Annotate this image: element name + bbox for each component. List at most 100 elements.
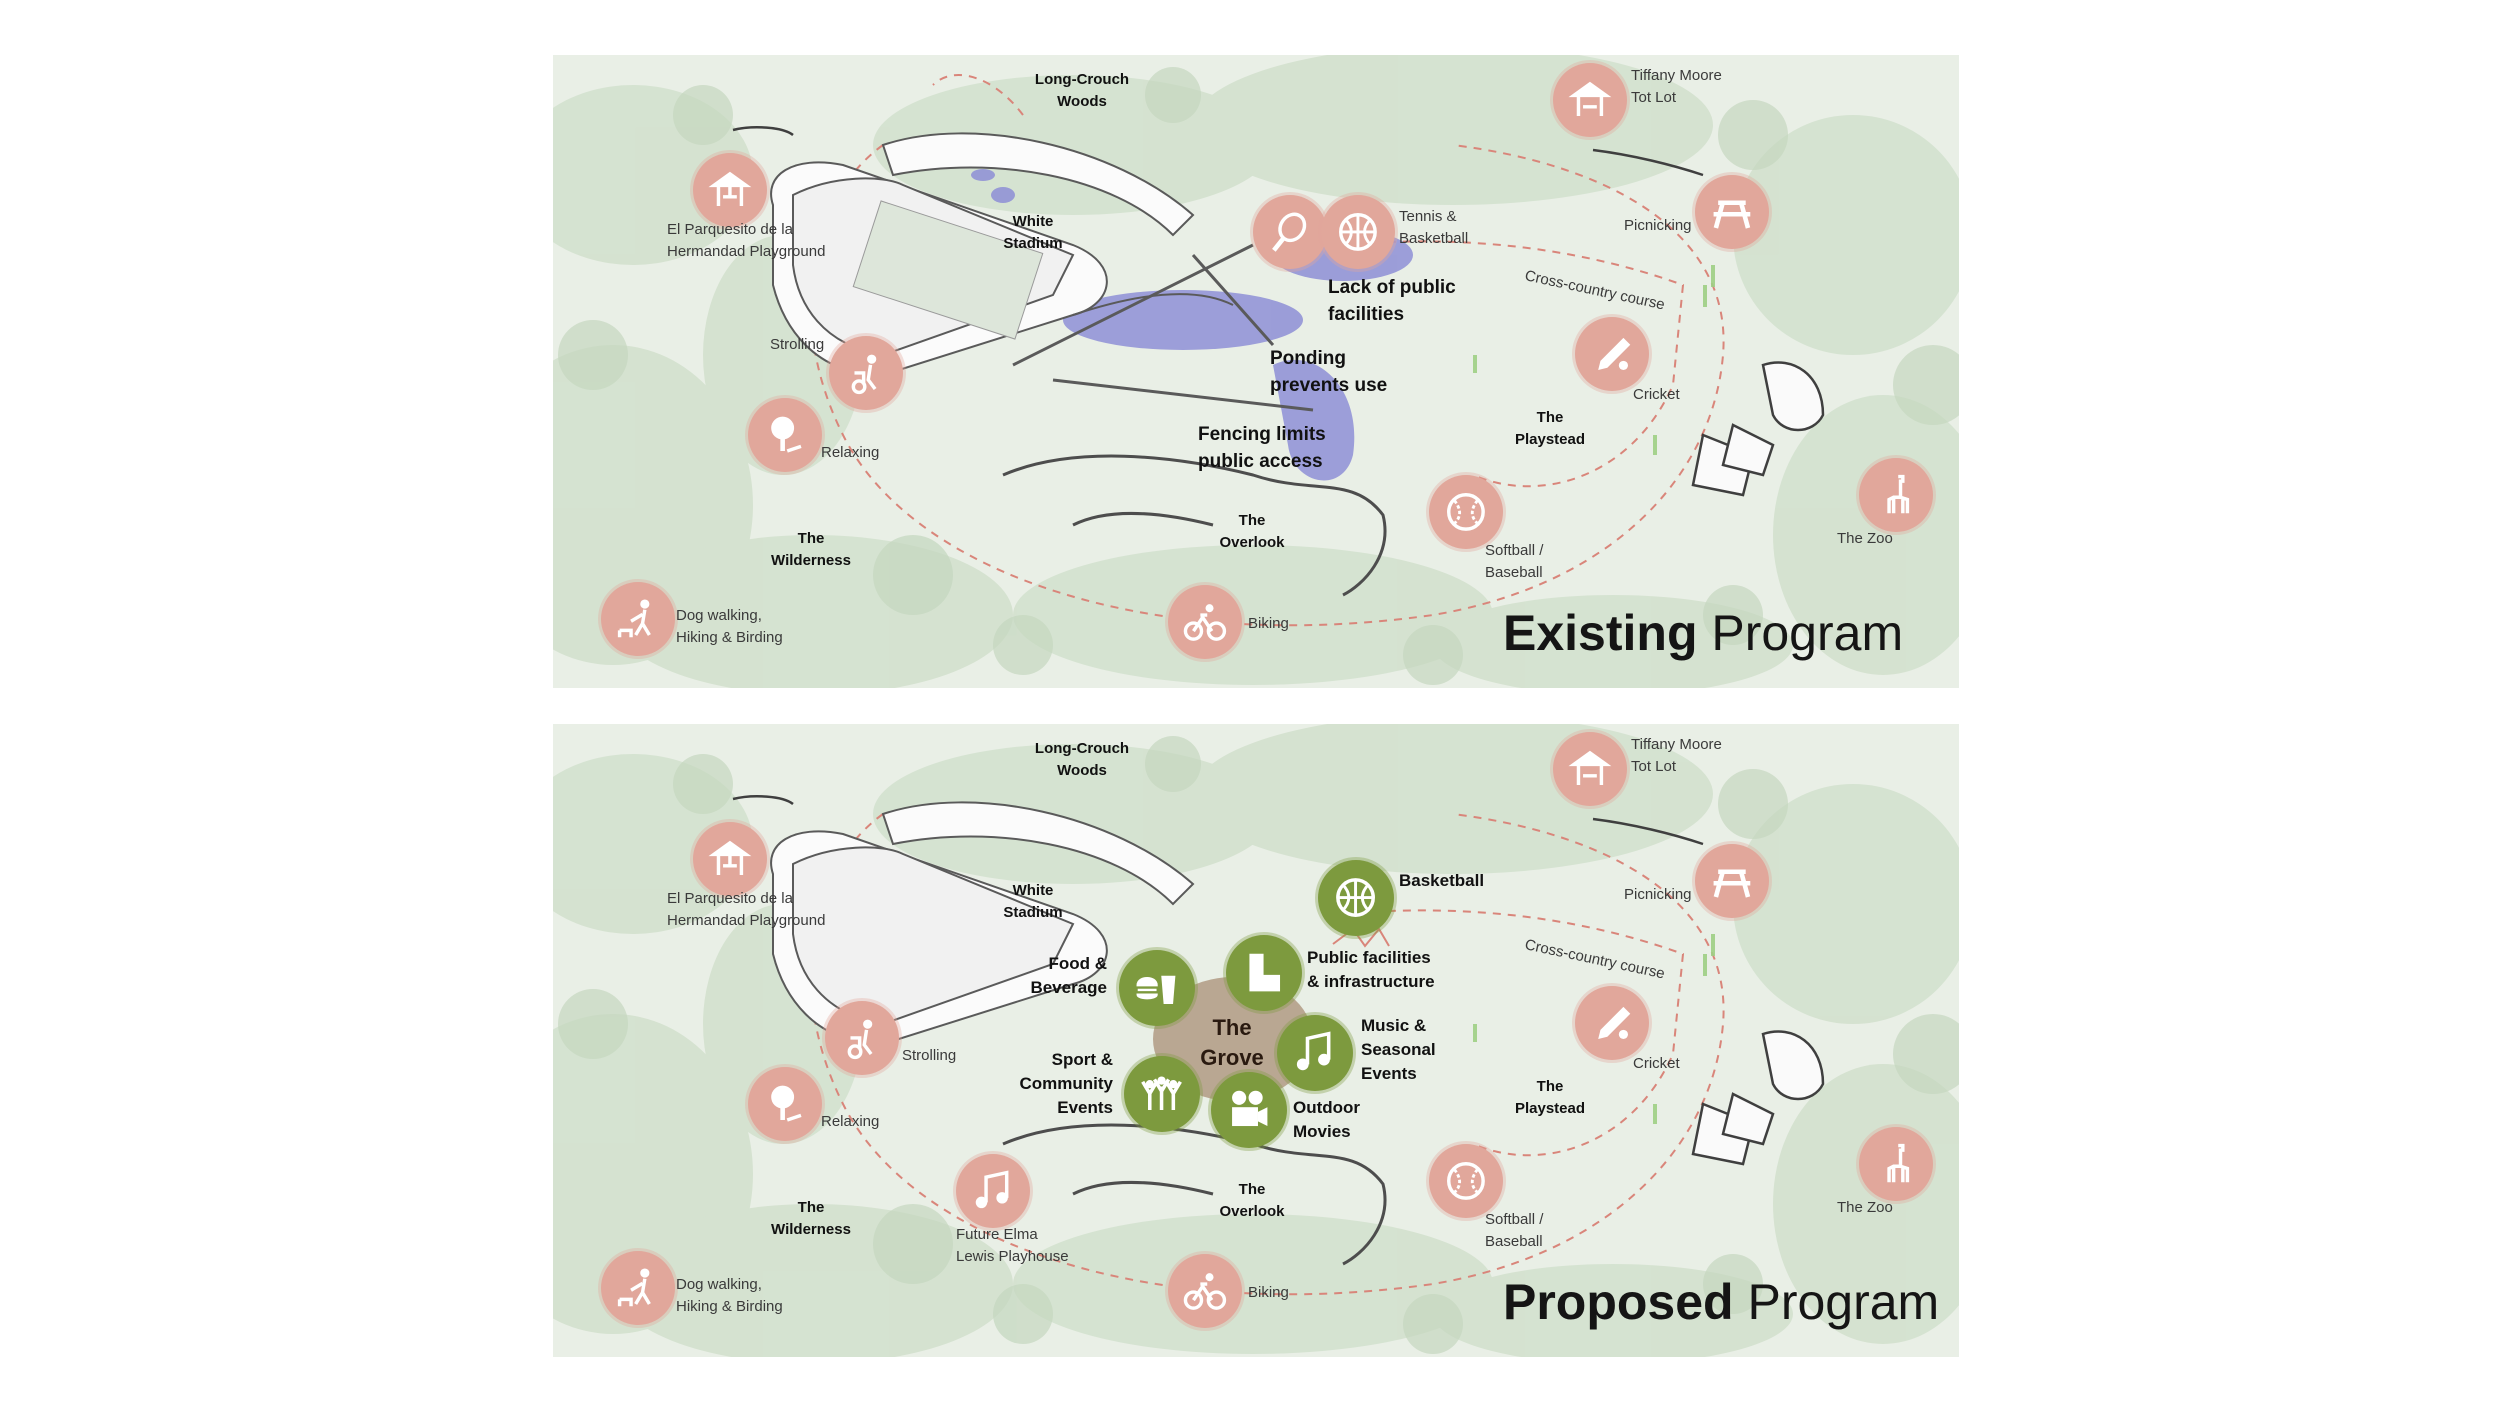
label-line: Sport &: [1051, 1050, 1113, 1069]
label-dog-walking: Dog walking, Hiking & Birding: [676, 605, 783, 649]
proposed-program-map: Long-Crouch Woods White Stadium The Wild…: [553, 724, 1959, 1357]
label-line: Softball /: [1485, 1211, 1544, 1228]
title-rest: Program: [1697, 605, 1904, 661]
place-the-playstead: The Playstead: [1515, 1076, 1585, 1120]
place-white-stadium: White Stadium: [1003, 211, 1062, 255]
existing-map-background: [553, 55, 1959, 688]
place-name-line: White: [1012, 213, 1054, 230]
place-name-line: The: [1238, 1181, 1266, 1198]
place-name-line: Stadium: [1003, 235, 1063, 252]
label-strolling: Strolling: [770, 336, 825, 353]
issue-line: Lack of public: [1328, 277, 1456, 298]
tot-lot-icon: [1553, 732, 1627, 806]
biking-icon: [1168, 585, 1242, 659]
label-relaxing: Relaxing: [821, 444, 880, 461]
restroom-facilities-icon: [1226, 935, 1302, 1011]
issue-line: prevents use: [1270, 375, 1388, 396]
wheelchair-stroller-icon: [829, 336, 903, 410]
label-line: Seasonal: [1361, 1040, 1436, 1059]
biking-icon: [1168, 1254, 1242, 1328]
label-line: Dog walking,: [676, 1276, 762, 1293]
issue-line: Fencing limits: [1198, 424, 1326, 445]
place-white-stadium: White Stadium: [1003, 880, 1062, 924]
label-the-zoo: The Zoo: [1837, 530, 1893, 547]
tot-lot-icon: [1553, 63, 1627, 137]
softball-icon: [1429, 475, 1503, 549]
label-line: Outdoor: [1293, 1098, 1361, 1117]
cricket-bat-icon: [1575, 986, 1649, 1060]
label-dog-walking: Dog walking, Hiking & Birding: [676, 1274, 783, 1318]
label-line: Hiking & Birding: [676, 629, 783, 646]
label-line: Tiffany Moore: [1631, 736, 1722, 753]
label-line: Food &: [1048, 954, 1107, 973]
label-line: Future Elma: [956, 1226, 1038, 1243]
label-line: Softball /: [1485, 542, 1544, 559]
issue-lack-of-public-facilities: Lack of public facilities: [1328, 274, 1456, 328]
label-line: Hiking & Birding: [676, 1298, 783, 1315]
music-notes-icon: [956, 1154, 1030, 1228]
title-bold: Proposed: [1503, 1274, 1734, 1330]
label-line: Tiffany Moore: [1631, 67, 1722, 84]
label-line: Tennis &: [1399, 208, 1457, 225]
label-line: Tot Lot: [1631, 89, 1677, 106]
place-name-line: Playstead: [1514, 431, 1586, 448]
place-long-crouch-woods: Long-Crouch Woods: [1035, 69, 1129, 113]
label-line: El Parquesito de la: [667, 221, 793, 238]
label-line: Community: [1019, 1074, 1114, 1093]
label-playground: El Parquesito de la Hermandad Playground: [667, 888, 825, 932]
playground-icon: [693, 153, 767, 227]
wheelchair-stroller-icon: [825, 1001, 899, 1075]
label-basketball: Basketball: [1399, 871, 1485, 890]
dog-walking-icon: [601, 1251, 675, 1325]
label-public-facilities: Public facilities & infrastructure: [1307, 946, 1435, 994]
issue-line: public access: [1198, 451, 1323, 472]
place-name-line: Overlook: [1219, 534, 1285, 551]
label-picnicking: Picnicking: [1624, 217, 1692, 234]
place-name-line: The: [797, 1199, 825, 1216]
music-notes-icon: [1277, 1015, 1353, 1091]
label-line: Hermandad Playground: [667, 243, 826, 260]
tree-relaxing-icon: [748, 398, 822, 472]
label-line: Tot Lot: [1631, 758, 1677, 775]
label-line: Baseball: [1485, 564, 1543, 581]
place-the-overlook: The Overlook: [1219, 510, 1284, 554]
place-long-crouch-woods: Long-Crouch Woods: [1035, 738, 1129, 782]
cricket-bat-icon: [1575, 317, 1649, 391]
issue-fencing-limits-access: Fencing limits public access: [1198, 421, 1326, 475]
place-name-line: The: [1238, 512, 1266, 529]
label-cricket: Cricket: [1633, 1055, 1680, 1072]
label-sport-community-events: Sport & Community Events: [1001, 1048, 1114, 1120]
issue-line: facilities: [1328, 304, 1405, 325]
basketball-icon: [1318, 860, 1394, 936]
proposed-program-title: Proposed Program: [1503, 1272, 1939, 1332]
place-name-line: The: [797, 530, 825, 547]
label-softball-baseball: Softball / Baseball: [1485, 1209, 1543, 1253]
place-name-line: Woods: [1057, 93, 1107, 110]
label-line: Lewis Playhouse: [956, 1248, 1069, 1265]
issue-ponding-prevents-use: Ponding prevents use: [1270, 345, 1387, 399]
place-name-line: Wilderness: [771, 1221, 851, 1238]
label-softball-baseball: Softball / Baseball: [1485, 540, 1543, 584]
giraffe-icon: [1859, 458, 1933, 532]
movie-camera-icon: [1211, 1072, 1287, 1148]
tennis-icon: [1253, 195, 1327, 269]
picnic-table-icon: [1695, 175, 1769, 249]
place-name-line: The: [1536, 409, 1564, 426]
tree-relaxing-icon: [748, 1067, 822, 1141]
playground-icon: [693, 822, 767, 896]
label-outdoor-movies: Outdoor Movies: [1293, 1096, 1360, 1144]
label-the-zoo: The Zoo: [1837, 1199, 1893, 1216]
place-name-line: White: [1012, 882, 1054, 899]
issue-line: Ponding: [1270, 348, 1346, 369]
label-tennis-basketball: Tennis & Basketball: [1399, 206, 1468, 250]
proposed-map-background: [553, 724, 1959, 1357]
label-picnicking: Picnicking: [1624, 886, 1692, 903]
place-name-line: Woods: [1057, 762, 1107, 779]
place-name-line: Grove: [1200, 1045, 1264, 1070]
picnic-table-icon: [1695, 844, 1769, 918]
place-the-grove: The Grove: [1200, 1013, 1264, 1073]
label-future-playhouse: Future Elma Lewis Playhouse: [956, 1224, 1069, 1268]
softball-icon: [1429, 1144, 1503, 1218]
label-relaxing: Relaxing: [821, 1113, 880, 1130]
place-name-line: The: [1536, 1078, 1564, 1095]
